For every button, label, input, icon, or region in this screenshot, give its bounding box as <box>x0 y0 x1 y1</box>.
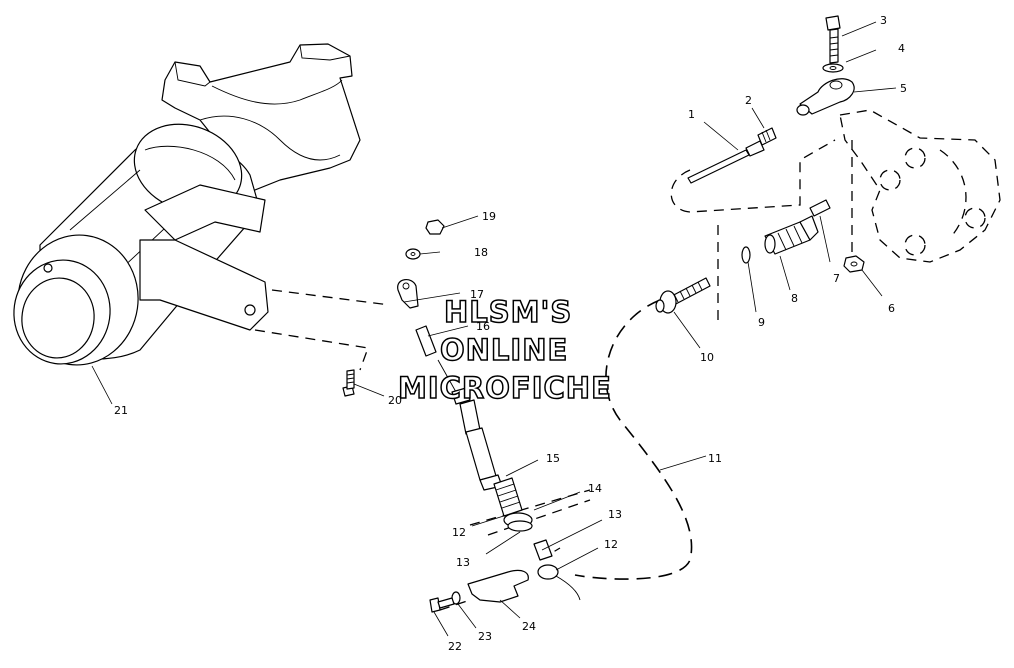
callout-labels: 1 2 3 4 5 6 7 8 9 10 11 12 12 13 13 14 1… <box>114 14 907 653</box>
washer-part-9 <box>741 246 751 264</box>
callout-19: 19 <box>482 210 496 223</box>
watermark-line-1: HLSM'S <box>443 295 573 329</box>
callout-8: 8 <box>791 292 798 305</box>
nuts-part-12-13-14 <box>503 512 581 601</box>
callout-12b: 12 <box>604 538 618 551</box>
callout-13b: 13 <box>608 508 622 521</box>
cable-part-15 <box>437 359 523 517</box>
callout-18: 18 <box>474 246 488 259</box>
callout-22: 22 <box>448 640 462 653</box>
adjuster-part-2 <box>757 127 777 146</box>
bolt-part-20 <box>342 369 355 397</box>
callout-6: 6 <box>888 302 895 315</box>
callout-7: 7 <box>833 272 840 285</box>
fitting-part-8 <box>764 215 819 255</box>
callout-17: 17 <box>470 288 484 301</box>
rod-end-part-5 <box>796 78 855 116</box>
rod-end-part-17 <box>397 279 419 309</box>
leader-lines <box>91 21 897 637</box>
washer-part-4 <box>822 63 844 73</box>
callout-1: 1 <box>688 108 695 121</box>
callout-4: 4 <box>898 42 905 55</box>
callout-12a: 12 <box>452 526 466 539</box>
callout-24: 24 <box>522 620 536 633</box>
bracket-part-24 <box>467 569 529 603</box>
adjuster-part-10 <box>655 277 711 314</box>
engine-housing <box>839 109 1001 263</box>
watermark-line-3: MICROFICHE <box>397 371 612 405</box>
cable-end-part-7 <box>809 199 831 217</box>
sleeve-part-16 <box>415 325 437 357</box>
bolt-part-3 <box>825 15 841 64</box>
watermark-line-2: ONLINE <box>439 333 569 367</box>
callout-3: 3 <box>880 14 887 27</box>
throttle-rod-part-1 <box>687 140 765 184</box>
bolt-part-22 <box>429 597 455 613</box>
callout-15: 15 <box>546 452 560 465</box>
steering-column-part-21 <box>13 43 361 366</box>
callout-20: 20 <box>388 394 402 407</box>
callout-2: 2 <box>745 94 752 107</box>
callout-9: 9 <box>758 316 765 329</box>
callout-10: 10 <box>700 351 714 364</box>
callout-21: 21 <box>114 404 128 417</box>
callout-11: 11 <box>708 452 722 465</box>
callout-16: 16 <box>476 320 490 333</box>
callout-23: 23 <box>478 630 492 643</box>
callout-5: 5 <box>900 82 907 95</box>
callout-13a: 13 <box>456 556 470 569</box>
washer-part-18 <box>405 248 421 260</box>
callout-14: 14 <box>588 482 602 495</box>
nut-part-6 <box>843 255 865 273</box>
nut-part-19 <box>425 219 445 235</box>
